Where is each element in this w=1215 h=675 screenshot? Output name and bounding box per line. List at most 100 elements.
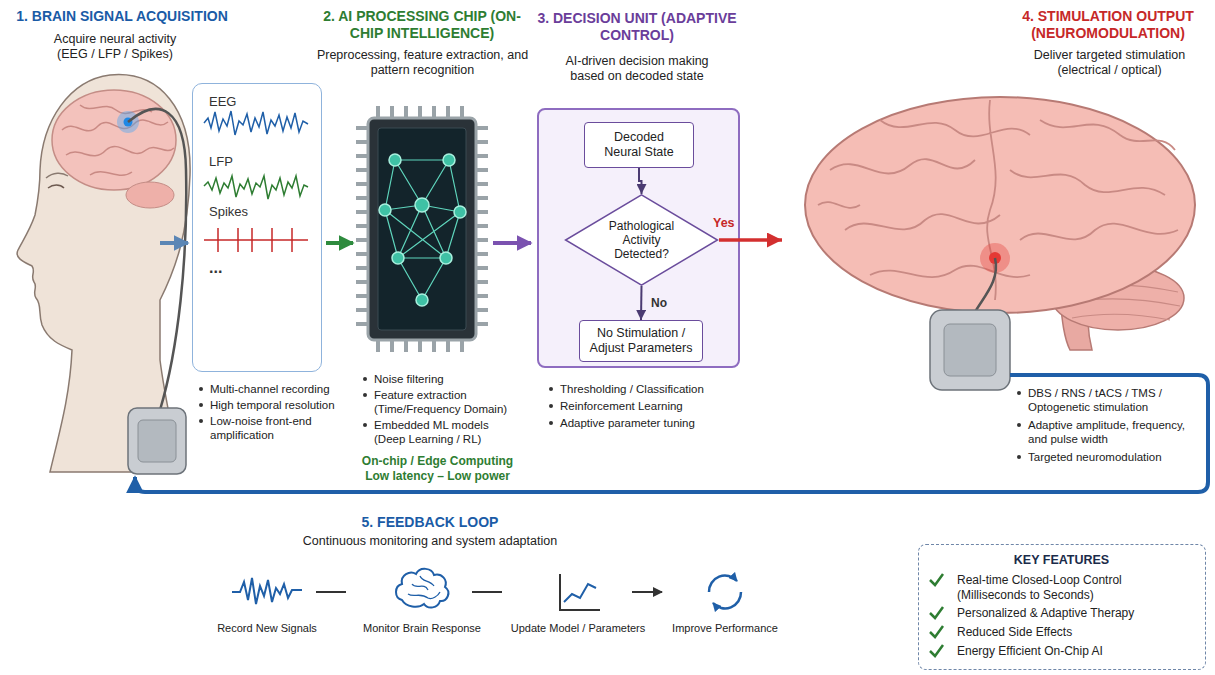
ai-chip: [376, 340, 470, 352]
bullet-text: Low-noise front-end amplification: [210, 414, 348, 442]
bullet-text: Multi-channel recording: [210, 382, 348, 396]
section-heading: 3. DECISION UNIT (ADAPTIVE CONTROL): [537, 10, 737, 44]
signal-waveforms: [204, 111, 308, 252]
bullet-dot: [549, 421, 553, 425]
head-illustration: [52, 90, 176, 190]
bullet-item: Noise filtering: [362, 372, 514, 386]
bullet-text: Reinforcement Learning: [560, 399, 733, 413]
check-marks: [930, 574, 943, 656]
section-subtitle: Preprocessing, feature extraction, and p…: [310, 48, 535, 78]
ai-chip: [454, 206, 466, 218]
feedback-icons: [316, 591, 662, 593]
bullet-dot: [1017, 391, 1021, 395]
feedback-icons: [709, 576, 737, 592]
box-heading: KEY FEATURES: [919, 553, 1204, 568]
bullet-item: Reinforcement Learning: [548, 399, 733, 413]
decision-panel: 3. DECISION UNIT (ADAPTIVE CONTROL)AI-dr…: [537, 108, 740, 368]
signal-name: Spikes: [209, 204, 309, 219]
feedback-icons: [396, 569, 448, 608]
feature-item: Reduced Side Effects: [957, 625, 1172, 640]
feedback-loop-line: [135, 375, 1208, 492]
bullet-dot: [549, 404, 553, 408]
section-heading: 2. AI PROCESSING CHIP (ON-CHIP INTELLIGE…: [322, 8, 522, 42]
head-illustration: [128, 109, 186, 410]
head-illustration: [138, 420, 176, 462]
signal-name: EEG: [209, 94, 309, 109]
node-text: Pathological Activity Detected?: [599, 219, 685, 261]
section-subtitle: Deliver targeted stimulation (electrical…: [1022, 48, 1197, 78]
feedback-loop-line: [135, 375, 1208, 492]
step-label: Record New Signals: [207, 622, 327, 635]
ellipsis: ...: [209, 260, 309, 276]
bullet-item: Multi-channel recording: [198, 382, 348, 396]
feedback-icons: [560, 574, 600, 610]
ai-chip: [368, 118, 476, 340]
feedback-icons: [564, 584, 596, 602]
check-marks: [930, 574, 943, 585]
ai-chip: [392, 252, 404, 264]
bullet-item: Adaptive amplitude, frequency, and pulse…: [1016, 418, 1200, 446]
flow-arrows: [160, 241, 188, 245]
signal-waveforms: [204, 111, 308, 135]
bullet-text: Embedded ML models (Deep Learning / RL): [374, 418, 514, 446]
signal-panel: EEGLFPSpikes...: [192, 83, 322, 372]
step-label: Update Model / Parameters: [503, 622, 653, 635]
bullet-item: Feature extraction (Time/Frequency Domai…: [362, 388, 514, 416]
bullet-dot: [363, 377, 367, 381]
feature-item: Real-time Closed-Loop Control (Milliseco…: [957, 573, 1172, 603]
process-box: Decoded Neural State: [584, 122, 694, 168]
section-subtitle: Acquire neural activity (EEG / LFP / Spi…: [40, 32, 190, 62]
bullet-dot: [199, 403, 203, 407]
chip-note: On-chip / Edge Computing: [350, 454, 525, 469]
feedback-icons: [713, 592, 741, 608]
check-marks: [930, 645, 943, 656]
flow-connector: [640, 286, 643, 320]
check-marks: [930, 626, 943, 637]
bullet-item: High temporal resolution: [198, 398, 348, 412]
ai-chip: [415, 198, 429, 212]
ai-chip: [389, 154, 401, 166]
diamond-outline: [566, 195, 718, 285]
ai-chip: [356, 126, 368, 334]
bullet-text: Thresholding / Classification: [560, 382, 733, 396]
ai-chip: [416, 294, 428, 306]
bullet-dot: [199, 387, 203, 391]
head-illustration: [126, 182, 174, 208]
bullet-text: Adaptive amplitude, frequency, and pulse…: [1028, 418, 1200, 446]
bullet-dot: [363, 423, 367, 427]
signal-waveforms: [204, 176, 308, 199]
feedback-icons: [232, 569, 741, 610]
head-illustration: [17, 75, 190, 474]
ai-chip: [440, 252, 452, 264]
bullet-dot: [199, 419, 203, 423]
signal-waveforms: [204, 228, 308, 252]
bullet-text: Feature extraction (Time/Frequency Domai…: [374, 388, 514, 416]
ai-chip: [476, 126, 488, 334]
ai-chip: [385, 160, 460, 300]
bullet-text: Noise filtering: [374, 372, 514, 386]
ai-chip: [379, 154, 466, 306]
step-label: Monitor Brain Response: [352, 622, 492, 635]
head-illustration: [46, 173, 68, 178]
bullet-text: DBS / RNS / tACS / TMS / Optogenetic sti…: [1028, 386, 1200, 414]
ai-chip: [379, 204, 391, 216]
ai-chip: [376, 106, 470, 118]
branch-label: Yes: [713, 216, 735, 231]
bullet-text: Adaptive parameter tuning: [560, 416, 733, 430]
bullet-item: Targeted neuromodulation: [1016, 450, 1200, 464]
head-illustration: [128, 408, 186, 474]
check-marks: [930, 607, 943, 618]
edge-label: No: [649, 296, 669, 310]
head-illustration: [62, 105, 174, 175]
flow-connector: [639, 168, 642, 194]
stimulation-brain-illustration: [818, 100, 1178, 300]
bullet-dot: [1017, 423, 1021, 427]
stimulation-brain-illustration: [944, 324, 996, 376]
bullet-item: DBS / RNS / tACS / TMS / Optogenetic sti…: [1016, 386, 1200, 414]
node-text: No Stimulation / Adjust Parameters: [586, 326, 696, 356]
node-text: Decoded Neural State: [598, 130, 680, 160]
feedback-icons: [408, 576, 440, 599]
flow-arrows: [326, 241, 353, 245]
bullet-dot: [1017, 455, 1021, 459]
step-label: Improve Performance: [660, 622, 790, 635]
